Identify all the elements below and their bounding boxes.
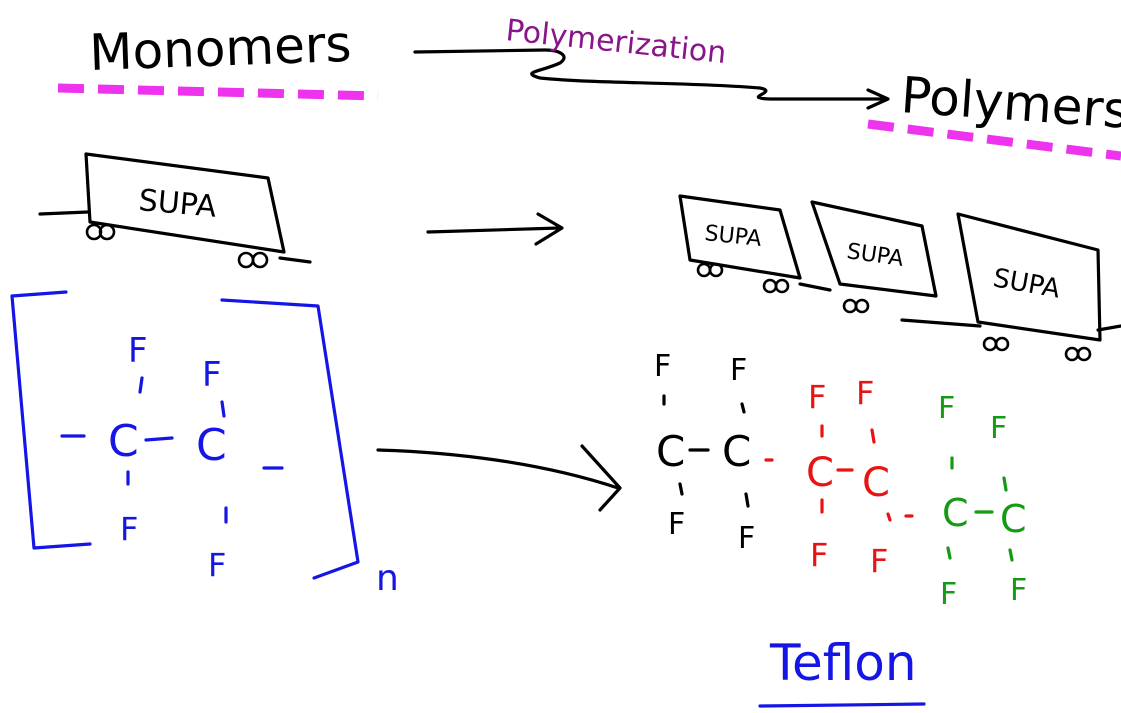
right-bracket: [220, 298, 360, 580]
svg-text:C: C: [196, 420, 227, 471]
teflon-underline: [758, 702, 926, 708]
svg-text:F: F: [810, 536, 828, 574]
svg-text:C: C: [862, 460, 890, 506]
teflon-label: Teflon: [769, 634, 917, 692]
svg-text:F: F: [128, 331, 148, 371]
svg-text:C: C: [656, 427, 685, 476]
svg-text:F: F: [990, 411, 1007, 446]
svg-text:F: F: [940, 577, 957, 612]
svg-text:F: F: [856, 374, 874, 412]
svg-text:C: C: [108, 416, 139, 467]
svg-text:F: F: [808, 378, 826, 416]
monomers-label: Monomers: [88, 15, 352, 82]
svg-text:F: F: [738, 521, 755, 556]
svg-text:C: C: [1000, 497, 1027, 541]
svg-text:C: C: [806, 450, 834, 496]
svg-text:F: F: [668, 507, 685, 542]
train-cart-3-label: SUPA: [991, 263, 1063, 304]
svg-text:F: F: [120, 510, 138, 548]
train-cart-1-label: SUPA: [703, 221, 762, 252]
svg-text:F: F: [938, 391, 955, 426]
svg-text:F: F: [654, 349, 671, 384]
train-cart-2-label: SUPA: [845, 239, 905, 272]
svg-text:F: F: [202, 355, 222, 395]
monomers-underline: [57, 83, 379, 101]
polymerization-arrow: [413, 48, 890, 110]
svg-text:C: C: [942, 491, 969, 535]
monomer-structure: n F F C C F F: [10, 290, 399, 599]
polymer-train: SUPA SUPA SUPA: [678, 194, 1121, 362]
polymer-chain: F F C C F F F F C C F F F F C C F F: [654, 349, 1027, 612]
cart-arrow: [426, 212, 564, 246]
reaction-arrow: [376, 444, 622, 512]
svg-text:F: F: [870, 542, 888, 580]
svg-text:F: F: [730, 353, 747, 388]
monomer-cart: SUPA: [38, 152, 312, 269]
monomer-cart-label: SUPA: [137, 183, 218, 225]
left-bracket: [10, 290, 92, 550]
polymerization-label: Polymerization: [504, 13, 728, 71]
svg-text:F: F: [1010, 573, 1027, 608]
polymers-underline: [867, 119, 1121, 161]
svg-text:F: F: [208, 546, 226, 584]
repeat-subscript: n: [376, 558, 399, 599]
svg-text:C: C: [722, 427, 751, 476]
